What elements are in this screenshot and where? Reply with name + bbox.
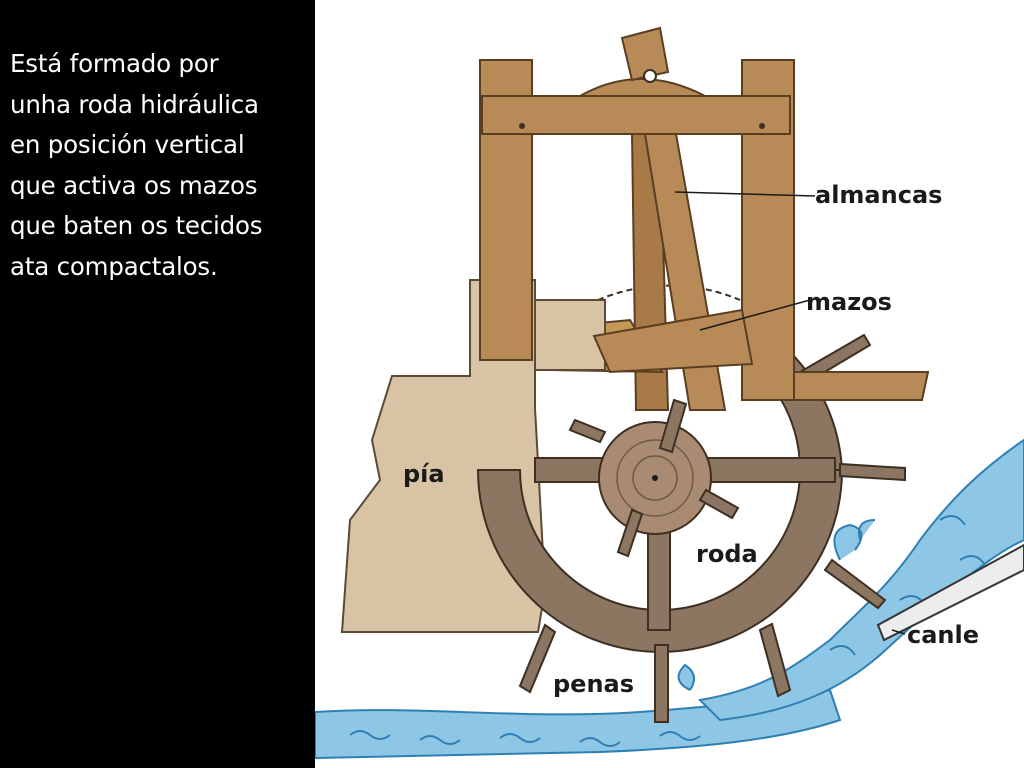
hub-ring: [616, 439, 694, 517]
cam-top: [576, 78, 706, 97]
penas-paddles: [518, 333, 906, 723]
mazo-front: [592, 308, 754, 374]
platform-beam: [793, 371, 930, 401]
caption-line: ata compactalos.: [10, 251, 218, 281]
wheel-rim: [476, 469, 844, 653]
fulling-mill-illustration: almancas mazos pía roda canle penas: [315, 0, 1024, 768]
leader-canle: [891, 629, 906, 635]
diagram-svg: almancas mazos pía roda canle penas: [315, 26, 1024, 760]
top-beam: [481, 95, 791, 135]
water-swirls: [829, 515, 986, 656]
caption-line: Está formado por: [10, 49, 219, 78]
hub-cams: [568, 398, 740, 558]
caption-line: unha roda hidráulica: [10, 89, 259, 119]
label-almancas: almancas: [815, 181, 942, 209]
caption-line: que activa os mazos: [10, 170, 258, 200]
label-canle: canle: [907, 621, 979, 649]
beam-bolt: [519, 123, 525, 129]
wheel-rim-upper-left: [597, 284, 741, 301]
pivot-hole: [643, 69, 657, 83]
label-pia: pía: [403, 460, 445, 488]
hub-ring: [632, 455, 678, 501]
text-panel: Está formado por unha roda hidráulica en…: [0, 0, 315, 768]
label-roda: roda: [696, 540, 758, 568]
top-peg: [620, 26, 670, 82]
water-waves: [349, 730, 701, 747]
canle-chute: [876, 543, 1024, 642]
hub-axle: [652, 475, 658, 481]
caption-line: en posición vertical: [10, 130, 245, 160]
caption-line: que baten os tecidos: [10, 211, 263, 241]
caption-text: Está formado por unha roda hidráulica en…: [10, 44, 310, 288]
water-splash: [677, 519, 876, 691]
leader-mazos: [699, 299, 811, 331]
label-penas: penas: [553, 670, 634, 698]
label-mazos: mazos: [806, 288, 892, 316]
beam-bolt: [759, 123, 765, 129]
leader-almancas: [674, 191, 816, 197]
